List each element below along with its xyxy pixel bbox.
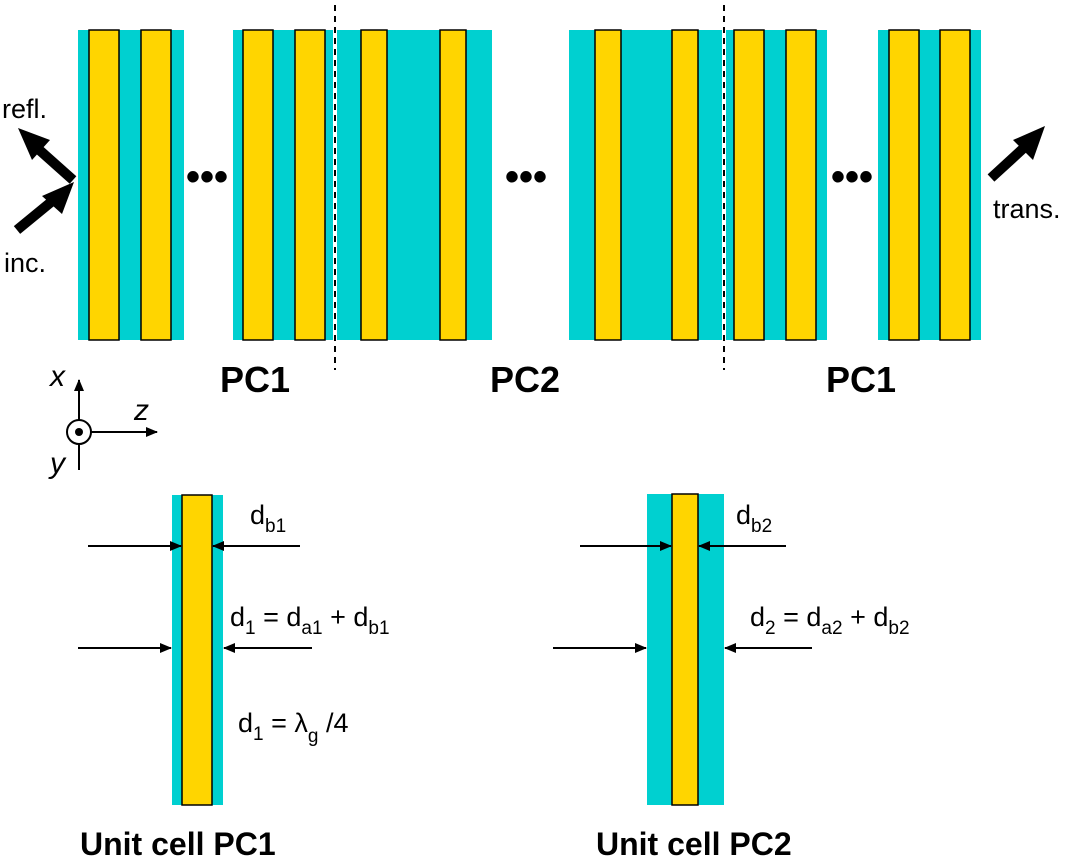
layer-b [360, 29, 388, 341]
layer-b [439, 29, 467, 341]
d1-lambda-equation: d1 = λg /4 [238, 708, 349, 747]
unit-cell-pc2-label: Unit cell PC2 [596, 826, 792, 860]
coordinate-axes [66, 379, 158, 470]
d2-sum-equation: d2 = da2 + db2 [750, 602, 910, 639]
layer-b [733, 29, 765, 341]
layer-b [888, 29, 920, 341]
ellipsis-right: ••• [831, 155, 873, 199]
layer-b [242, 29, 274, 341]
unit-cell-pc2 [553, 493, 812, 806]
y-axis-label: y [48, 447, 67, 480]
ellipsis-left: ••• [186, 155, 228, 199]
transmitted-arrow [987, 126, 1045, 182]
reflected-arrow [18, 128, 77, 184]
db2-label: db2 [736, 500, 772, 537]
x-axis-label: x [48, 360, 66, 393]
unit-cell-pc1-label: Unit cell PC1 [80, 826, 276, 860]
unit-cell-pc1 [78, 494, 312, 806]
pc2-label: PC2 [490, 359, 560, 400]
trans-label: trans. [993, 194, 1061, 224]
crystal-structure [78, 5, 981, 370]
layer-b [785, 29, 817, 341]
pc2-right-block [569, 30, 722, 340]
layer-b [939, 29, 971, 341]
layer-b [140, 29, 172, 341]
d1-sum-equation: d1 = da1 + db1 [230, 602, 390, 639]
layer-b [88, 29, 120, 341]
incident-arrow [13, 182, 74, 234]
ellipsis-center: ••• [505, 155, 547, 199]
layer-b [594, 29, 622, 341]
refl-label: refl. [2, 94, 47, 124]
layer-b [671, 29, 699, 341]
pc1-right-label: PC1 [826, 359, 896, 400]
pc1-left-label: PC1 [220, 359, 290, 400]
inc-label: inc. [4, 248, 46, 278]
layer-b [294, 29, 326, 341]
z-axis-label: z [133, 394, 149, 427]
db1-label: db1 [250, 500, 286, 537]
